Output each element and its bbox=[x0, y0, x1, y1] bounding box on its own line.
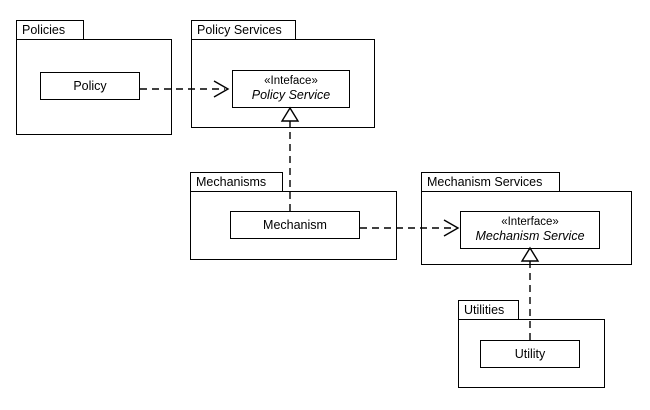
package-tab-policy-services: Policy Services bbox=[191, 20, 296, 40]
interface-stereotype-mechanism-service: «Interface» bbox=[501, 216, 559, 229]
package-tab-mechanisms: Mechanisms bbox=[190, 172, 283, 192]
class-mechanism[interactable]: Mechanism bbox=[230, 211, 360, 239]
package-tab-utilities: Utilities bbox=[458, 300, 519, 320]
interface-label-policy-service: Policy Service bbox=[251, 88, 331, 103]
class-label-mechanism: Mechanism bbox=[263, 218, 327, 232]
package-label-policy-services: Policy Services bbox=[197, 23, 282, 37]
realization-utility-to-mechanism-service bbox=[520, 246, 540, 340]
interface-stereotype-policy-service: «Inteface» bbox=[264, 75, 318, 88]
package-tab-mechanism-services: Mechanism Services bbox=[421, 172, 560, 192]
interface-policy-service[interactable]: «Inteface» Policy Service bbox=[232, 70, 350, 108]
package-label-mechanisms: Mechanisms bbox=[196, 175, 267, 189]
class-label-utility: Utility bbox=[514, 347, 546, 361]
class-policy[interactable]: Policy bbox=[40, 72, 140, 100]
class-utility[interactable]: Utility bbox=[480, 340, 580, 368]
interface-label-mechanism-service: Mechanism Service bbox=[475, 229, 585, 244]
package-label-mechanism-services: Mechanism Services bbox=[427, 175, 543, 189]
realization-mechanism-to-policy-service bbox=[280, 106, 300, 211]
class-label-policy: Policy bbox=[73, 79, 107, 93]
interface-mechanism-service[interactable]: «Interface» Mechanism Service bbox=[460, 211, 600, 249]
dependency-policy-to-policy-service bbox=[140, 80, 230, 98]
dependency-mechanism-to-mechanism-service bbox=[360, 219, 460, 237]
package-tab-policies: Policies bbox=[16, 20, 84, 40]
package-label-utilities: Utilities bbox=[464, 303, 505, 317]
package-label-policies: Policies bbox=[22, 23, 66, 37]
